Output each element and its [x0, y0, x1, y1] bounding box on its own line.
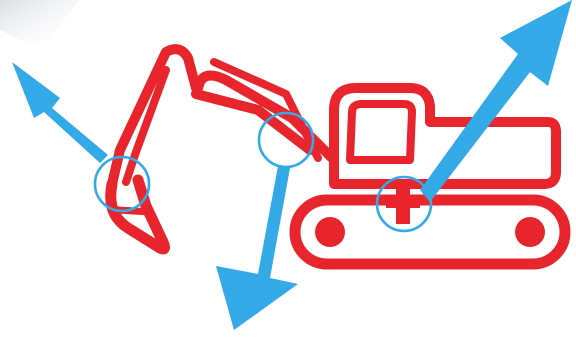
swing-pin-bar: [386, 198, 420, 208]
arrow-up-left-icon: [12, 62, 108, 163]
excavator-icon: [111, 49, 565, 264]
arrow-down-icon: [216, 166, 298, 330]
rear-wheel: [515, 217, 545, 247]
arm: [112, 49, 196, 184]
cab-window: [350, 104, 412, 160]
arm-outline: [112, 49, 196, 184]
front-wheel: [315, 217, 345, 247]
arrow-up-right-icon: [420, 0, 572, 202]
bucket: [111, 180, 165, 249]
corner-shade: [0, 0, 80, 44]
